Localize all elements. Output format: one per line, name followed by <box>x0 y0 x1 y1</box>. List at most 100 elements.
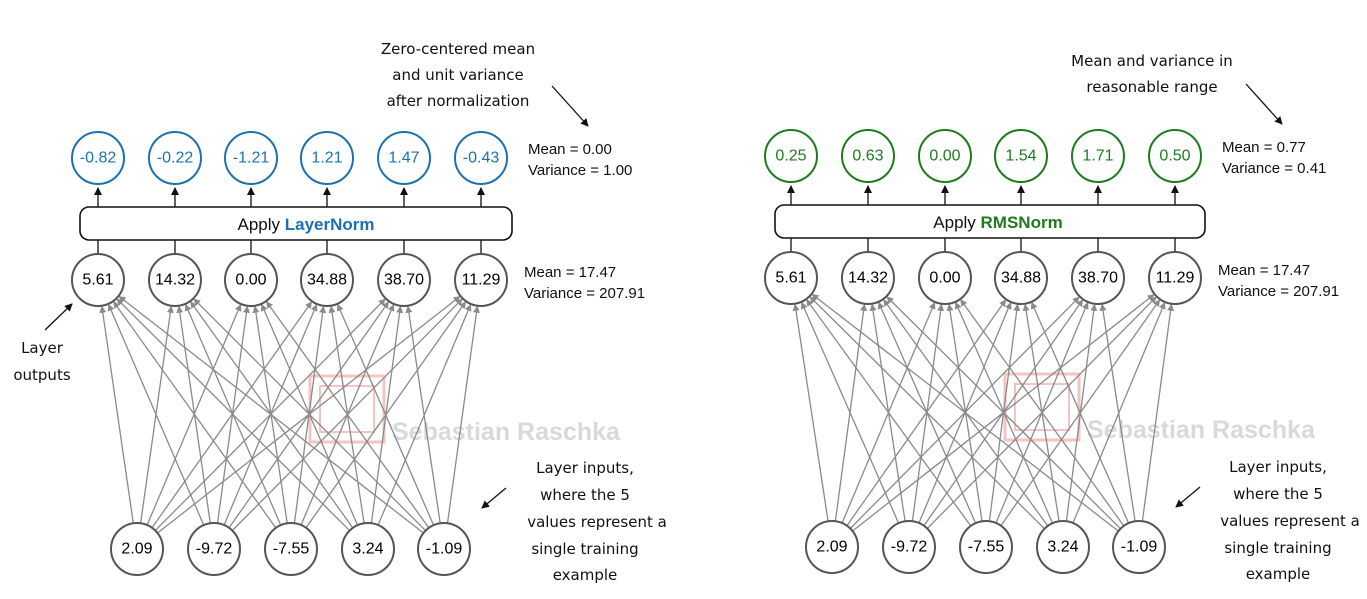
svg-text:example: example <box>553 566 618 584</box>
svg-text:Variance = 207.91: Variance = 207.91 <box>524 285 645 302</box>
connection-edge <box>223 303 318 526</box>
svg-text:34.88: 34.88 <box>1001 270 1041 287</box>
svg-text:where the 5: where the 5 <box>1233 485 1323 503</box>
svg-text:Mean = 17.47: Mean = 17.47 <box>1218 262 1310 279</box>
apply-prefix: Apply <box>237 215 284 234</box>
svg-text:2.09: 2.09 <box>816 539 847 556</box>
connection-edge <box>113 301 277 529</box>
svg-text:2.09: 2.09 <box>121 541 152 558</box>
rmsnorm-panel: Apply RMSNorm 0.25 0.63 0.00 1.54 1.71 0… <box>764 52 1360 583</box>
svg-text:1.21: 1.21 <box>311 150 342 167</box>
connections <box>792 293 1175 532</box>
layer-outputs-note: Layer outputs <box>13 339 70 384</box>
svg-text:outputs: outputs <box>13 366 70 384</box>
output-node: -0.22 <box>148 131 202 185</box>
input-node: -9.72 <box>187 522 241 576</box>
hidden-nodes: 5.61 14.32 0.00 34.88 38.70 11.29 <box>71 253 508 307</box>
connection-edge <box>116 298 351 532</box>
top-note: Mean and variance in reasonable range <box>1071 52 1233 96</box>
svg-text:Variance = 207.91: Variance = 207.91 <box>1218 283 1339 300</box>
svg-text:values represent a: values represent a <box>1220 512 1360 530</box>
output-node: 1.47 <box>377 131 431 185</box>
connection-edge <box>216 305 250 524</box>
svg-text:Zero-centered mean: Zero-centered mean <box>381 40 535 58</box>
input-nodes: 2.09 -9.72 -7.55 3.24 -1.09 <box>110 522 471 576</box>
connection-edge <box>886 296 1121 530</box>
svg-text:5.61: 5.61 <box>775 270 806 287</box>
svg-text:0.63: 0.63 <box>852 148 883 165</box>
output-nodes: -0.82 -0.22 -1.21 1.21 1.47 -0.43 <box>71 131 508 185</box>
svg-text:5.61: 5.61 <box>82 272 113 289</box>
svg-text:reasonable range: reasonable range <box>1086 78 1217 96</box>
watermark-logo-icon <box>1003 372 1081 442</box>
hidden-node: 38.70 <box>1071 251 1125 305</box>
svg-text:Layer inputs,: Layer inputs, <box>1229 458 1327 476</box>
svg-text:Mean = 0.00: Mean = 0.00 <box>528 141 612 158</box>
svg-text:1.71: 1.71 <box>1082 148 1113 165</box>
svg-text:Mean and variance in: Mean and variance in <box>1071 52 1233 70</box>
svg-text:14.32: 14.32 <box>848 270 888 287</box>
svg-text:after normalization: after normalization <box>387 92 530 110</box>
svg-text:and unit variance: and unit variance <box>392 66 523 84</box>
connection-edge <box>193 298 427 532</box>
output-nodes: 0.25 0.63 0.00 1.54 1.71 0.50 <box>764 129 1202 183</box>
output-node: -0.43 <box>454 131 508 185</box>
output-arrows <box>94 187 485 254</box>
connection-edge <box>336 303 435 526</box>
svg-text:example: example <box>1246 565 1311 583</box>
input-nodes: 2.09 -9.72 -7.55 3.24 -1.09 <box>805 520 1166 574</box>
svg-text:1.54: 1.54 <box>1005 148 1036 165</box>
svg-text:values represent a: values represent a <box>527 513 667 531</box>
apply-rmsnorm-box: Apply RMSNorm <box>774 204 1206 239</box>
svg-text:-0.43: -0.43 <box>463 150 500 167</box>
hidden-node: 0.00 <box>224 253 278 307</box>
svg-text:Layer inputs,: Layer inputs, <box>536 459 634 477</box>
output-node: 1.71 <box>1071 129 1125 183</box>
input-node: -7.55 <box>959 520 1013 574</box>
input-node: 2.09 <box>110 522 164 576</box>
svg-text:0.00: 0.00 <box>929 270 960 287</box>
connections <box>99 295 480 534</box>
connection-edge <box>99 305 134 524</box>
apply-method: RMSNorm <box>981 213 1063 232</box>
connection-edge <box>792 303 829 522</box>
svg-text:3.24: 3.24 <box>1047 539 1078 556</box>
input-node: -9.72 <box>882 520 936 574</box>
svg-text:where the 5: where the 5 <box>540 486 630 504</box>
hidden-stats: Mean = 17.47 Variance = 207.91 <box>1218 262 1339 300</box>
output-arrows <box>787 185 1179 252</box>
output-node: 1.54 <box>994 129 1048 183</box>
hidden-node: 38.70 <box>377 253 431 307</box>
svg-text:-1.21: -1.21 <box>233 150 270 167</box>
svg-text:34.88: 34.88 <box>307 272 347 289</box>
hidden-node: 5.61 <box>764 251 818 305</box>
connection-edge <box>293 305 327 524</box>
connection-edge <box>809 296 1045 530</box>
hidden-node: 34.88 <box>300 253 354 307</box>
svg-text:14.32: 14.32 <box>155 272 195 289</box>
svg-text:Apply LayerNorm: Apply LayerNorm <box>237 215 374 234</box>
svg-text:11.29: 11.29 <box>462 272 501 289</box>
connection-edge <box>1099 303 1136 522</box>
apply-method: LayerNorm <box>285 215 375 234</box>
hidden-node: 11.29 <box>1148 251 1202 305</box>
connection-edge <box>801 301 900 524</box>
svg-text:Mean = 0.77: Mean = 0.77 <box>1222 139 1306 156</box>
svg-text:0.50: 0.50 <box>1159 148 1190 165</box>
hidden-nodes: 5.61 14.32 0.00 34.88 38.70 11.29 <box>764 251 1202 305</box>
svg-text:Mean = 17.47: Mean = 17.47 <box>524 264 616 281</box>
svg-text:-9.72: -9.72 <box>196 541 233 558</box>
apply-layernorm-box: Apply LayerNorm <box>79 206 513 241</box>
layernorm-panel: Apply LayerNorm -0.82 -0.22 -1.21 1.21 1… <box>13 40 666 584</box>
connection-edge <box>118 295 424 534</box>
svg-text:0.25: 0.25 <box>775 148 806 165</box>
connection-edge <box>107 303 205 526</box>
input-node: 2.09 <box>805 520 859 574</box>
hidden-node: 0.00 <box>918 251 972 305</box>
apply-prefix: Apply <box>933 213 980 232</box>
input-node: 3.24 <box>1036 520 1090 574</box>
svg-text:Layer: Layer <box>21 339 64 357</box>
svg-text:-9.72: -9.72 <box>891 539 928 556</box>
connection-edge <box>405 305 441 524</box>
